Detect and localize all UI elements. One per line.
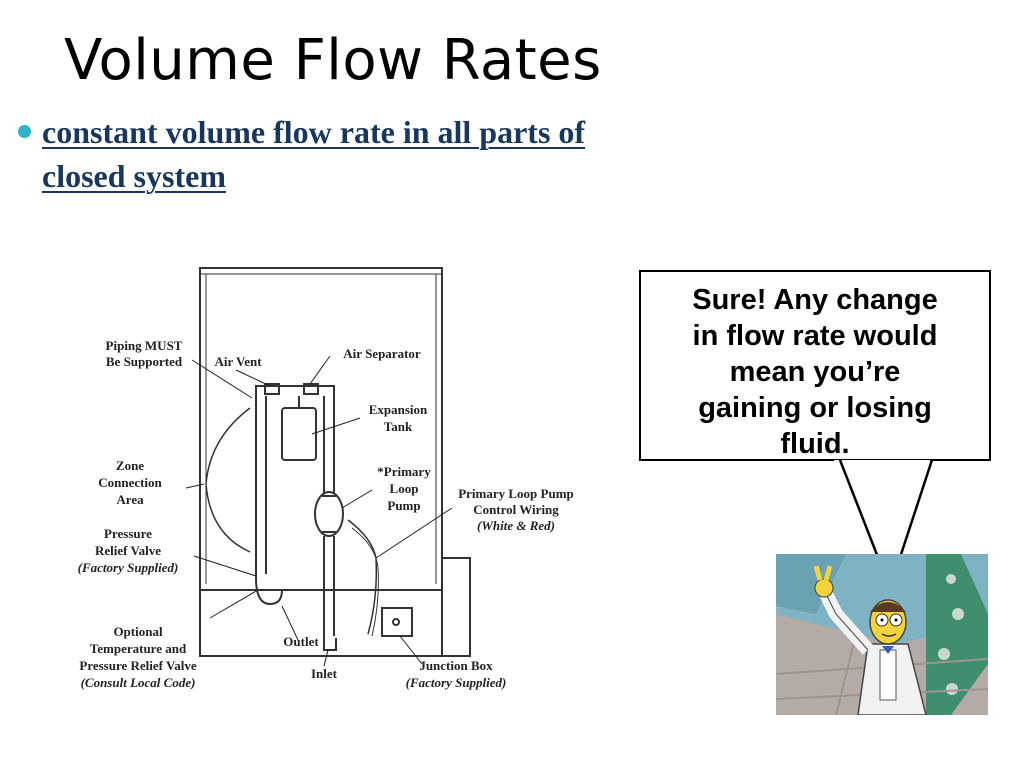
cartoon-scientist-image (776, 554, 988, 715)
label-junction-box: Junction Box(Factory Supplied) (406, 658, 507, 690)
callout-line-1: Sure! Any change (692, 284, 938, 316)
label-air-vent: Air Vent (214, 354, 262, 369)
callout-line-4: gaining or losing (698, 392, 932, 424)
label-air-separator: Air Separator (343, 346, 421, 361)
bullet-line-1: constant volume flow rate in all parts o… (42, 114, 586, 150)
base-unit (199, 589, 443, 657)
label-outlet: Outlet (283, 634, 319, 649)
scientist-illustration (776, 554, 988, 715)
bullet-line-2: closed system (42, 158, 226, 194)
junction-box (381, 607, 413, 637)
expansion-tank (281, 407, 317, 461)
bullet-text: constant volume flow rate in all parts o… (42, 110, 742, 198)
callout-text: Sure! Any change in flow rate would mean… (651, 282, 979, 462)
bullet-dot-icon (18, 125, 31, 138)
callout-line-2: in flow rate would (692, 320, 938, 352)
pump (314, 491, 344, 537)
label-inlet: Inlet (311, 666, 338, 681)
air-separator (255, 385, 335, 396)
callout-line-5: fluid. (780, 428, 850, 460)
callout-line-3: mean you’re (729, 356, 901, 388)
slide-title: Volume Flow Rates (64, 28, 602, 93)
speech-callout-box: Sure! Any change in flow rate would mean… (639, 270, 991, 461)
side-box (441, 557, 471, 657)
